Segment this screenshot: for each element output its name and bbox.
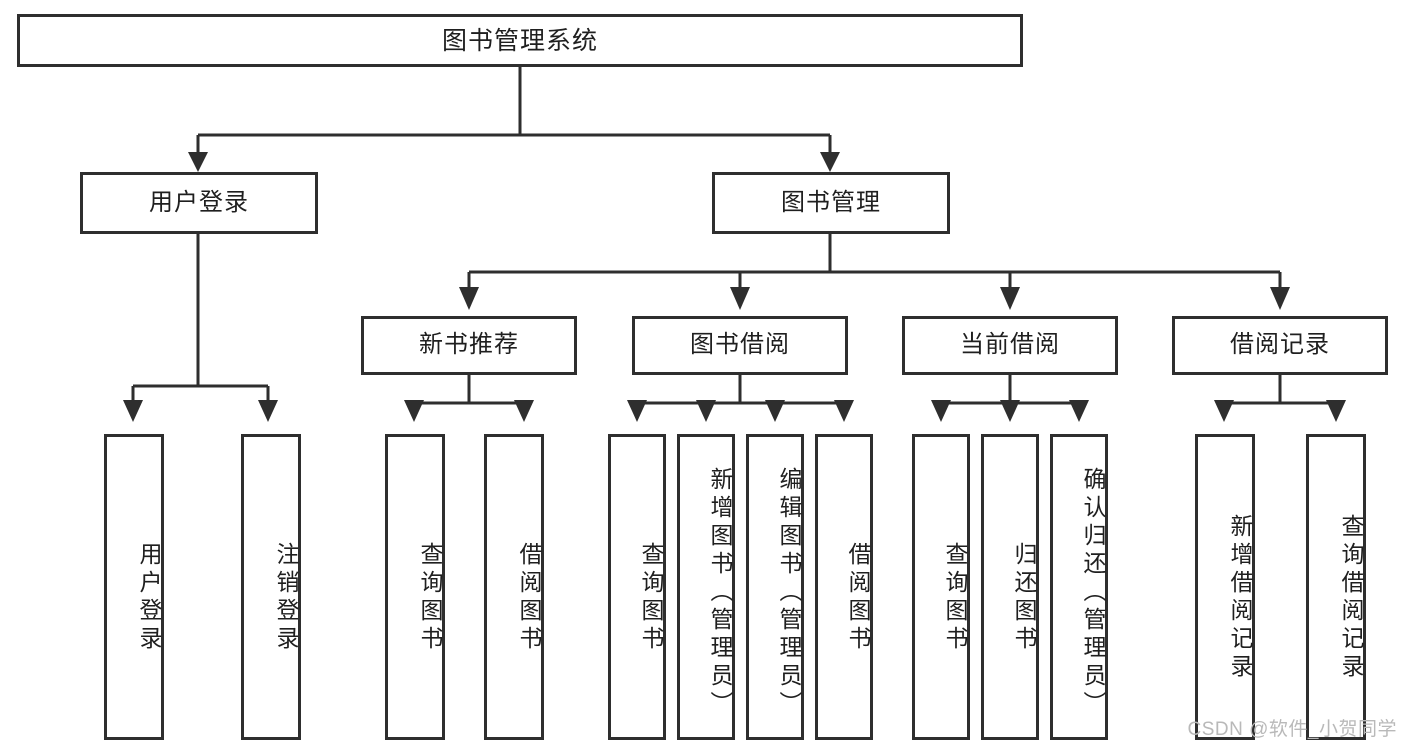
node-book-manage-label: 图书管理	[781, 188, 881, 216]
arrow-leaf-borrow-book-1	[514, 400, 534, 422]
node-book-borrow[interactable]: 图书借阅	[632, 316, 848, 375]
leaf-query-record-label: 查询借阅记录	[1338, 514, 1364, 682]
node-current-borrow-label: 当前借阅	[960, 331, 1060, 359]
leaf-logout-login-label: 注销登录	[273, 542, 299, 654]
node-new-book-recommend-label: 新书推荐	[419, 331, 519, 359]
node-borrow-record-label: 借阅记录	[1230, 331, 1330, 359]
node-user-login[interactable]: 用户登录	[80, 172, 318, 234]
arrow-to-user-login	[188, 152, 208, 172]
leaf-logout-login[interactable]: 注销登录	[241, 434, 301, 740]
arrow-leaf-logout-login	[258, 400, 278, 422]
arrow-to-new-book-recommend	[459, 287, 479, 310]
arrow-leaf-return-book	[1000, 400, 1020, 422]
node-root-label: 图书管理系统	[441, 26, 598, 55]
leaf-confirm-return[interactable]: 确认归还（管理员）	[1050, 434, 1108, 740]
node-root[interactable]: 图书管理系统	[17, 14, 1023, 67]
arrow-to-current-borrow	[1000, 287, 1020, 310]
arrow-leaf-query-book-3	[931, 400, 951, 422]
leaf-query-record[interactable]: 查询借阅记录	[1306, 434, 1366, 740]
leaf-confirm-return-label: 确认归还（管理员）	[1080, 467, 1106, 719]
leaf-query-book-3-label: 查询图书	[942, 542, 968, 654]
node-book-manage[interactable]: 图书管理	[712, 172, 950, 234]
leaf-add-record[interactable]: 新增借阅记录	[1195, 434, 1255, 740]
leaf-borrow-book-2-label: 借阅图书	[845, 542, 871, 654]
arrow-leaf-query-book-2	[627, 400, 647, 422]
node-user-login-label: 用户登录	[149, 188, 249, 216]
leaf-add-record-label: 新增借阅记录	[1227, 514, 1253, 682]
arrow-leaf-confirm-return	[1069, 400, 1089, 422]
arrow-to-book-borrow	[730, 287, 750, 310]
arrow-leaf-query-record	[1326, 400, 1346, 422]
node-current-borrow[interactable]: 当前借阅	[902, 316, 1118, 375]
leaf-add-book-label: 新增图书（管理员）	[707, 467, 733, 719]
leaf-return-book-label: 归还图书	[1011, 542, 1037, 654]
arrow-leaf-query-book-1	[404, 400, 424, 422]
arrow-leaf-user-login	[123, 400, 143, 422]
arrow-leaf-borrow-book-2	[834, 400, 854, 422]
leaf-query-book-2-label: 查询图书	[638, 542, 664, 654]
leaf-query-book-2[interactable]: 查询图书	[608, 434, 666, 740]
leaf-query-book-3[interactable]: 查询图书	[912, 434, 970, 740]
leaf-query-book-1-label: 查询图书	[417, 542, 443, 654]
node-book-borrow-label: 图书借阅	[690, 331, 790, 359]
leaf-user-login-label: 用户登录	[136, 542, 162, 654]
arrow-to-book-manage	[820, 152, 840, 172]
leaf-edit-book-label: 编辑图书（管理员）	[776, 467, 802, 719]
leaf-add-book[interactable]: 新增图书（管理员）	[677, 434, 735, 740]
leaf-edit-book[interactable]: 编辑图书（管理员）	[746, 434, 804, 740]
node-new-book-recommend[interactable]: 新书推荐	[361, 316, 577, 375]
leaf-query-book-1[interactable]: 查询图书	[385, 434, 445, 740]
node-borrow-record[interactable]: 借阅记录	[1172, 316, 1388, 375]
leaf-borrow-book-1[interactable]: 借阅图书	[484, 434, 544, 740]
leaf-user-login[interactable]: 用户登录	[104, 434, 164, 740]
leaf-return-book[interactable]: 归还图书	[981, 434, 1039, 740]
leaf-borrow-book-2[interactable]: 借阅图书	[815, 434, 873, 740]
arrow-to-borrow-record	[1270, 287, 1290, 310]
arrow-leaf-add-record	[1214, 400, 1234, 422]
arrow-leaf-edit-book	[765, 400, 785, 422]
arrow-leaf-add-book	[696, 400, 716, 422]
leaf-borrow-book-1-label: 借阅图书	[516, 542, 542, 654]
watermark-text: CSDN @软件_小贺同学	[1187, 719, 1397, 740]
